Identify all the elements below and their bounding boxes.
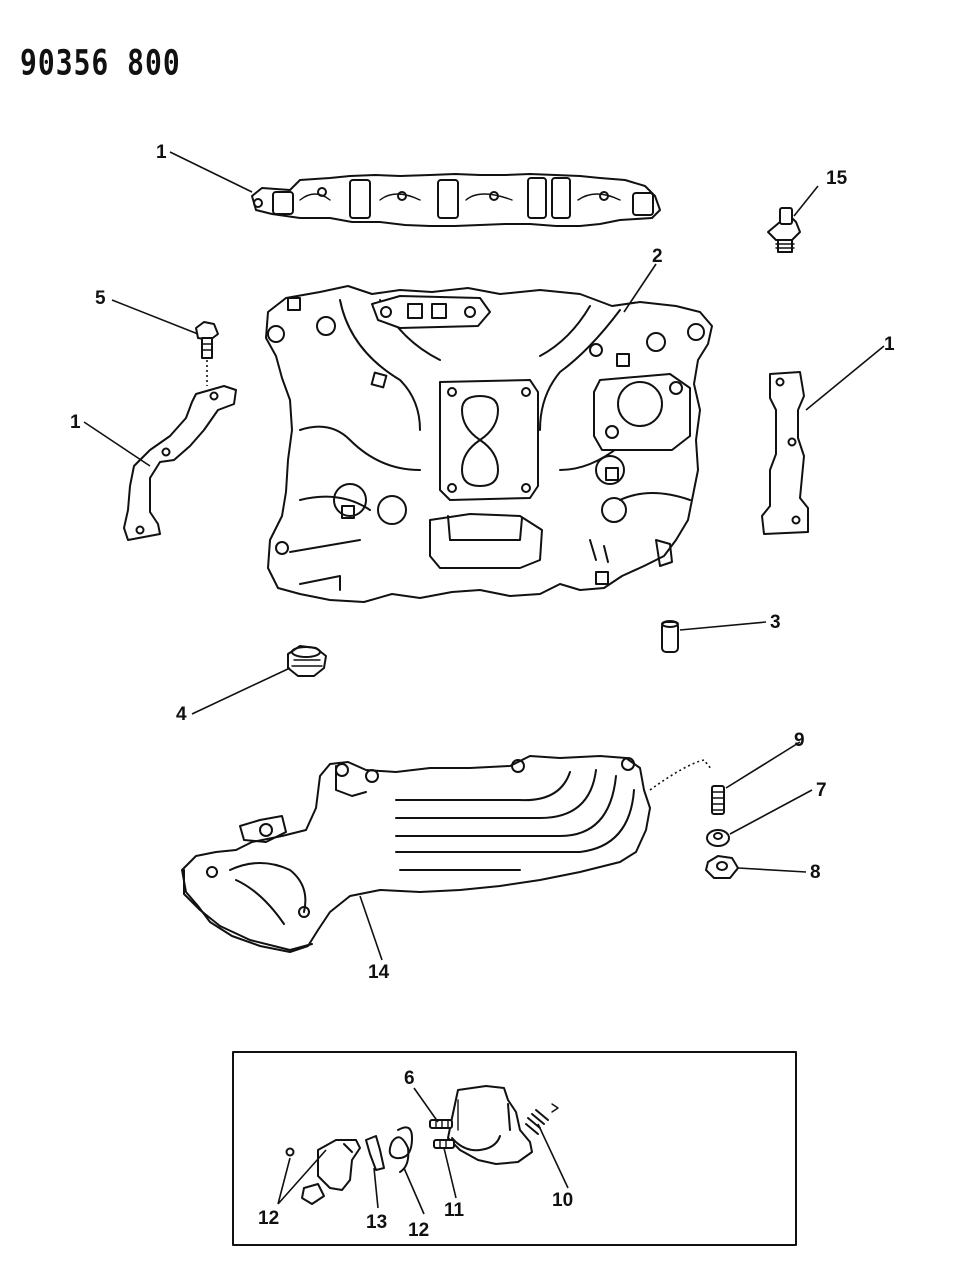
part-13-clip[interactable] bbox=[365, 1135, 385, 1171]
part-3-dowel-pin[interactable] bbox=[661, 620, 679, 653]
callout-12-right: 12 bbox=[408, 1220, 429, 1241]
part-1-upper-gasket[interactable] bbox=[251, 173, 661, 227]
part-2-intake-manifold[interactable] bbox=[265, 285, 713, 603]
inset-detail-box bbox=[232, 1051, 797, 1246]
part-11-stud[interactable] bbox=[433, 1139, 455, 1149]
callout-4: 4 bbox=[176, 704, 187, 725]
part-7-washer[interactable] bbox=[706, 829, 730, 847]
part-6-stud[interactable] bbox=[429, 1119, 453, 1129]
part-8-nut[interactable] bbox=[705, 855, 739, 879]
callout-11: 11 bbox=[444, 1200, 465, 1221]
part-10-spring[interactable] bbox=[525, 1103, 559, 1135]
part-15-fitting[interactable] bbox=[767, 207, 801, 253]
callout-10: 10 bbox=[552, 1190, 573, 1211]
callout-2: 2 bbox=[652, 246, 663, 267]
callout-labels: 1 15 2 5 1 1 3 4 9 7 8 14 6 11 10 12 13 … bbox=[70, 142, 895, 1241]
callout-1-left: 1 bbox=[70, 412, 81, 433]
callout-13: 13 bbox=[366, 1212, 387, 1233]
leader-lines bbox=[83, 151, 885, 1215]
part-12-counterweight[interactable] bbox=[285, 1139, 361, 1205]
inset-exhaust-outlet[interactable] bbox=[447, 1085, 533, 1165]
callout-7: 7 bbox=[816, 780, 827, 801]
part-12-coil-spring[interactable] bbox=[388, 1126, 413, 1173]
part-1-left-end-gasket[interactable] bbox=[123, 385, 237, 541]
part-5-bolt[interactable] bbox=[195, 321, 219, 386]
part-9-stud[interactable] bbox=[649, 759, 725, 815]
callout-14: 14 bbox=[368, 962, 390, 983]
callout-1-right: 1 bbox=[884, 334, 895, 355]
part-4-plug[interactable] bbox=[287, 645, 327, 677]
callout-1-upper: 1 bbox=[156, 142, 167, 163]
callout-5: 5 bbox=[95, 288, 106, 309]
callout-12-left: 12 bbox=[258, 1208, 279, 1229]
callout-15: 15 bbox=[826, 168, 848, 189]
part-14-exhaust-manifold[interactable] bbox=[181, 755, 651, 953]
part-1-right-end-gasket[interactable] bbox=[761, 371, 809, 535]
callout-3: 3 bbox=[770, 612, 781, 633]
callout-8: 8 bbox=[810, 862, 821, 883]
document-number: 90356 800 bbox=[20, 42, 181, 84]
callout-9: 9 bbox=[794, 730, 805, 751]
callout-6: 6 bbox=[404, 1068, 415, 1089]
